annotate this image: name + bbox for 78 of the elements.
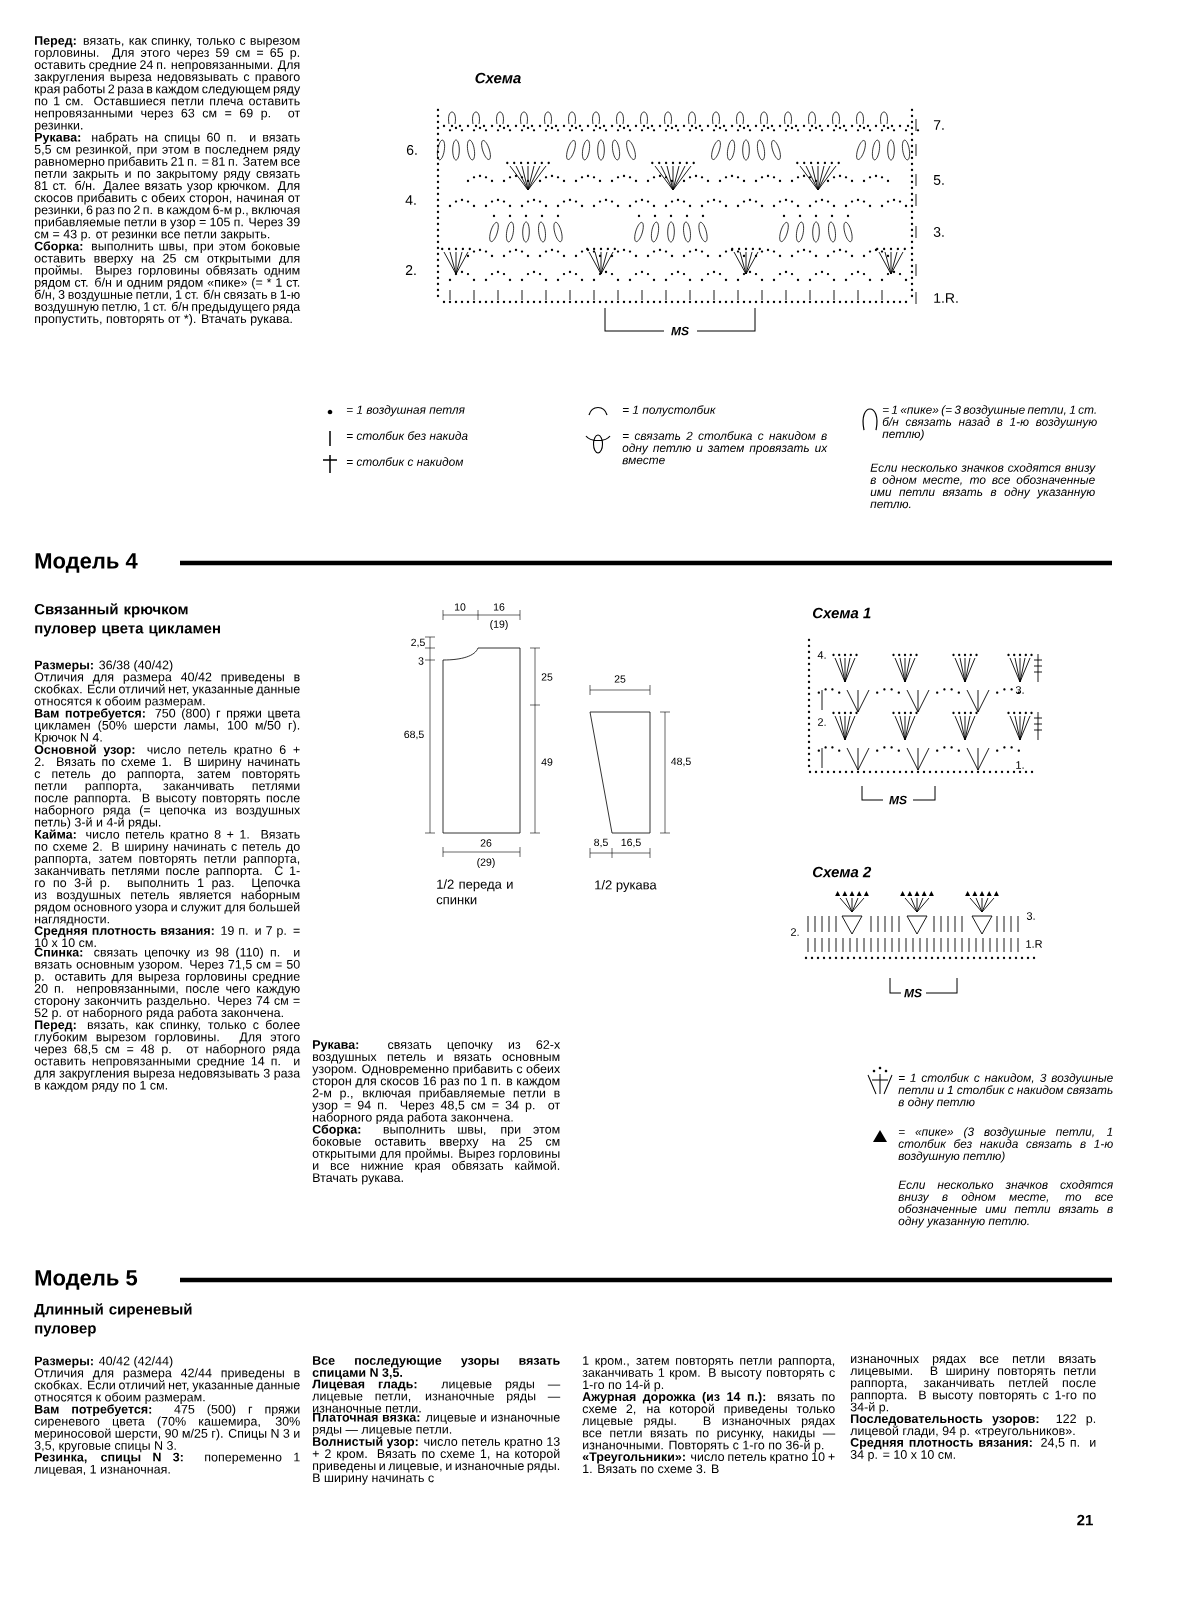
paragraph: Сборка: выполнить швы, при этом боковые оставить вверху на 25 см открытыми для проймы. Вырез горловины обвязать одним рядом ст. б/н и одним рядом «пике» (= * 1 ст. б/н, 3 воздушные петли, 1 ст. б/н связать в 1-ю воздушную петлю, 1 ст. б/н предыдущего ряда пропустить, повторять от *). Втачать рукава. (34, 241, 301, 326)
row-number: 4. (817, 651, 826, 659)
schematic-caption: 1/2 рукава (595, 879, 657, 893)
pattern-title: Длинный сиреневый пуловер (34, 1303, 192, 1337)
repeat-label: MS (671, 326, 689, 336)
row-number: 1.R (1026, 940, 1043, 948)
chart-title: Схема (475, 72, 521, 84)
dimension-value: 10 (454, 603, 466, 611)
row-number: 1. (1016, 761, 1024, 769)
paragraph: Сборка: выполнить швы, при этом боковые оставить вверху на 25 см открытыми для проймы. Вырез горловины и все нижние края обвязать каймой. Втачать рукава. (312, 1124, 560, 1185)
paragraph: Платочная вязка: лицевые и изнаночные ряды — лицевые петли. (313, 1412, 560, 1437)
row-number: 1.R. (934, 293, 958, 303)
legend-text: = 1 столбик с накидом, 3 воздушные петли и 1 столбик с накидом связать в одну петлю (898, 1073, 1113, 1109)
row-number: 7. (933, 120, 944, 130)
pattern-title: Связанный крючком пуловер цвета цикламен (34, 603, 220, 637)
row-number: 2. (817, 718, 826, 726)
section-heading: Модель 5 (35, 1270, 138, 1290)
dimension-value: 49 (541, 758, 553, 766)
note-text: Если несколько значков сходятся внизу в одном месте, то все обозначенные ими петли вязать в одну указанную петлю. (898, 1180, 1113, 1228)
row-number: 3. (933, 227, 944, 237)
dimension-value: 3 (418, 657, 424, 665)
repeat-label: MS (889, 795, 907, 805)
paragraph: Основной узор: число петель кратно 6 + 2. Вязать по схеме 1. В ширину начинать с петель до раппорта, затем повторять петли раппорта, заканчивать петлями после раппорта. В высоту повторять после наборного ряда (= цепочка из воздушных петль) 3-й и 4-й ряды. (34, 744, 301, 829)
paragraph: Рукава: связать цепочку из 62-х воздушных петель и вязать основным узором. Одновременно прибавить с обеих сторон для скосов 16 раз по 1 п. в каждом 2-м р., включая прибавляемые петли в узор = 94 п. Через 48,5 см = 34 р. от наборного ряда работа закончена. (312, 1040, 561, 1125)
dimension-value: 68,5 (404, 730, 424, 740)
dimension-value: 2,5 (411, 638, 425, 648)
paragraph: Ажурная дорожка (из 14 п.): вязать по схеме 2, на которой приведены только лицевые ряды. В изнаночных рядах все петли вязать по рисунку, накиды — изнаночными. Повторять с 1-го по 36-й р. (582, 1391, 836, 1452)
dimension-value: 48,5 (671, 757, 691, 767)
paragraph: Спинка: связать цепочку из 98 (110) п. и вязать основным узором. Через 71,5 см = 50 р. оставить для выреза горловины средние 20 п. непровязанными, после чего каждую сторону закончить раздельно. Через 74 см = 52 р. от наборного ряда работа закончена. (34, 947, 300, 1020)
paragraph: Резинка, спицы N 3: попеременно 1 лицевая, 1 изнаночная. (34, 1452, 300, 1476)
legend-text: = «пике» (3 воздушные петли, 1 столбик без накида связать в 1-ю воздушную петлю) (898, 1127, 1113, 1163)
legend-text: = столбик с накидом (346, 457, 464, 466)
paragraph: Рукава: набрать на спицы 60 п. и вязать 5,5 см резинкой, при этом в последнем ряду равномерно прибавить 21 п. = 81 п. Затем все петли закрыть и по закрытому ряду связать 81 ст. б/н. Далее вязать узор крючком. Для скосов прибавить с обеих сторон, начиная от резинки, 6 раз по 2 п. в каждом 6-м р., включая прибавляемые петли в узор = 105 п. Через 39 см = 43 р. от резинки все петли закрыть. (34, 132, 301, 241)
row-number: 2. (790, 928, 799, 936)
legend-text: = связать 2 столбика с накидом в одну петлю и затем провязать их вместе (622, 431, 828, 465)
dimension-value: (19) (490, 620, 508, 630)
paragraph: Все последующие узоры вязать спицами N 3,5. (312, 1356, 560, 1380)
paragraph: изнаночных рядах все петли вязать лицевыми. В ширину повторять петли раппорта, заканчивать петлей после раппорта. В высоту повторять с 1-го по 34-й р. (850, 1356, 1096, 1414)
legend-text: = столбик без накида (346, 431, 468, 440)
repeat-label: MS (904, 988, 922, 998)
legend-text: = 1 «пике» (= 3 воздушные петли, 1 ст. б/н связать назад в 1-ю воздушную петлю) (882, 405, 1097, 441)
paragraph: Размеры: 40/42 (42/44) (35, 1356, 173, 1368)
paragraph: 1 кром., затем повторять петли раппорта, заканчивать 1 кром. В высоту повторять с 1-го по 14-й р. (582, 1356, 835, 1392)
row-number: 2. (405, 265, 416, 275)
paragraph: Лицевая гладь: лицевые ряды — лицевые петли, изнаночные ряды — изнаночные петли. (312, 1379, 561, 1413)
paragraph: Отличия для размера 42/44 приведены в скобках. Если отличий нет, указанные данные относятся к обоим размерам. (34, 1368, 300, 1404)
dimension-value: 16,5 (621, 838, 641, 848)
paragraph: Размеры: 36/38 (40/42) (35, 660, 173, 672)
dimension-value: 26 (480, 839, 492, 847)
paragraph: Вам потребуется: 475 (500) г пряжи сиреневого цвета (70% кашемира, 30% мериносовой шерсти, 90 м/25 г). Спицы N 3 и 3,5, круговые спицы N 3. (34, 1404, 300, 1453)
page-number: 21 (1077, 1514, 1093, 1526)
dimension-value: 16 (493, 603, 505, 611)
row-number: 5. (933, 175, 944, 185)
dimension-value: 8,5 (594, 838, 608, 848)
paragraph: Перед: вязать, как спинку, только с более глубоким вырезом горловины. Для этого через 68,5 см = 48 р. от наборного ряда оставить непровязанными средние 14 п. и для закругления выреза недовязывать 3 раза в каждом ряду по 1 см. (34, 1019, 301, 1093)
dimension-value: 25 (614, 675, 626, 683)
chart-title: Схема 2 (812, 866, 872, 878)
paragraph: Средняя плотность вязания: 19 п. и 7 р. = 10 х 10 см. (34, 926, 300, 948)
row-number: 3. (1015, 686, 1024, 694)
legend-text: = 1 полустолбик (622, 405, 716, 417)
note-text: Если несколько значков сходятся внизу в одном месте, то все обозначенные ими петли вязать в одну указанную петлю. (870, 463, 1096, 509)
schematic-caption: 1/2 переда и спинки (436, 879, 513, 905)
paragraph: Отличия для размера 40/42 приведены в скобках. Если отличий нет, указанные данные относятся к обоим размерам. (34, 672, 300, 708)
paragraph: Вам потребуется: 750 (800) г пряжи цвета цикламен (50% шерсти ламы, 100 м/50 г). Крючок N 4. (35, 708, 301, 745)
paragraph: Кайма: число петель кратно 8 + 1. Вязать по схеме 2. В ширину начинать с петель до раппорта, затем повторять петли раппорта, заканчивать петлями после раппорта. С 1-го по 3-й р. выполнить 1 раз. Цепочка из воздушных петель является наборным рядом основного узора и служит для большей наглядности. (34, 829, 301, 926)
dimension-value: (29) (477, 858, 495, 868)
paragraph: Средняя плотность вязания: 24,5 п. и 34 р. = 10 х 10 см. (850, 1438, 1096, 1462)
row-number: 6. (406, 145, 417, 155)
chart-title: Схема 1 (812, 607, 871, 619)
paragraph: «Треугольники»: число петель кратно 10 + 1. Вязать по схеме 3. В (582, 1452, 835, 1474)
row-number: 4. (405, 195, 416, 205)
paragraph: Перед: вязать, как спинку, только с вырезом горловины. Для этого через 59 см = 65 р. оставить средние 24 п. непровязанными. Для закругления выреза недовязывать с правого края работы 2 раза в каждом следующем ряду по 1 см. Оставшиеся петли плеча оставить непровязанными через 63 см = 69 р. от резинки. (34, 36, 301, 132)
paragraph: Волнистый узор: число петель кратно 13 + 2 кром. Вязать по схеме 1, на которой приведены и лицевые, и изнаночные ряды. В ширину начинать с (312, 1436, 560, 1485)
legend-text: = 1 воздушная петля (346, 405, 465, 417)
section-heading: Модель 4 (35, 553, 138, 573)
dimension-value: 25 (541, 673, 553, 681)
paragraph: Последовательность узоров: 122 р. лицевой глади, 94 р. «треугольников». (850, 1414, 1096, 1438)
row-number: 3. (1026, 912, 1035, 920)
